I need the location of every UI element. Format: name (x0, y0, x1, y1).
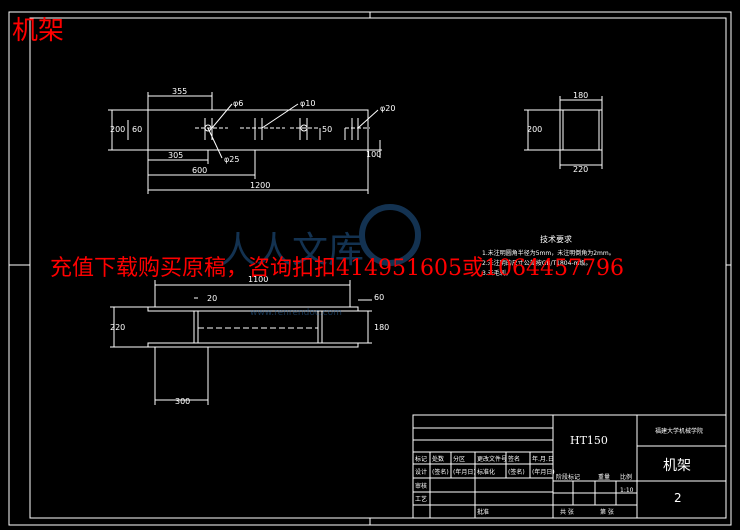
dim-label: 1200 (250, 181, 270, 190)
svg-text:比例: 比例 (620, 473, 632, 481)
svg-text:人人文库: 人人文库 (220, 230, 364, 271)
top-view-labels: 355 200 60 305 600 1200 50 100 φ6 φ10 φ2… (110, 87, 395, 190)
dim-label: 60 (132, 125, 142, 134)
front-view (110, 280, 372, 405)
dim-label: 180 (374, 323, 389, 332)
dim-label: 200 (527, 125, 542, 134)
svg-text:标准化: 标准化 (477, 468, 495, 476)
side-view (524, 96, 603, 169)
watermark-logo: 人人文库 www.renrendoc.com (220, 204, 421, 318)
svg-text:重量: 重量 (598, 473, 610, 481)
dim-label: 220 (110, 323, 125, 332)
promo-banner: 充值下载购买原稿，咨询扣扣414951605或1064457796 (50, 256, 624, 281)
watermark-url: www.renrendoc.com (250, 308, 342, 318)
svg-text:(年月日): (年月日) (532, 468, 555, 476)
svg-text:设计: 设计 (415, 468, 427, 476)
dim-label: 50 (322, 125, 332, 134)
svg-text:(签名): (签名) (432, 468, 449, 476)
title-block (412, 414, 727, 519)
callout-label: φ20 (380, 104, 395, 113)
document-title: 机架 (12, 16, 65, 46)
dim-label: 60 (374, 293, 384, 302)
svg-text:年.月.日: 年.月.日 (532, 455, 554, 463)
callout-label: φ6 (233, 99, 243, 108)
callout-label: φ25 (224, 155, 239, 164)
tech-req-heading: 技术要求 (540, 234, 572, 244)
dim-label: 180 (573, 91, 588, 100)
top-view (108, 92, 382, 194)
svg-text:阶段标记: 阶段标记 (556, 473, 580, 481)
dim-label: 220 (573, 165, 588, 174)
inner-border (29, 17, 727, 519)
dim-label: 600 (192, 166, 207, 175)
dim-label: 100 (366, 150, 381, 159)
svg-text:标记: 标记 (415, 455, 427, 463)
dim-label: 200 (110, 125, 125, 134)
callout-label: φ10 (300, 99, 315, 108)
part-name: 机架 (663, 458, 691, 474)
svg-text:更改文件号: 更改文件号 (477, 455, 507, 463)
svg-text:第 张: 第 张 (600, 508, 614, 516)
svg-text:分区: 分区 (453, 455, 465, 463)
svg-text:审核: 审核 (415, 482, 427, 490)
svg-text:工艺: 工艺 (415, 495, 427, 503)
svg-text:批准: 批准 (477, 508, 489, 516)
dim-label: 1100 (248, 275, 268, 284)
tech-req-line: 3.去毛刺。 (482, 269, 512, 277)
school-label: 福建大学机械学院 (655, 427, 703, 435)
material-label: HT150 (570, 434, 608, 447)
svg-text:签名: 签名 (508, 455, 520, 463)
svg-text:(年月日): (年月日) (453, 468, 476, 476)
tech-req-line: 2.未注明的尺寸公差按GB/T1804-m级。 (482, 259, 591, 267)
sheet-number: 2 (674, 491, 682, 505)
tech-req-line: 1.未注明圆角半径为5mm，未注明倒角为2mm。 (482, 249, 615, 257)
dim-label: 355 (172, 87, 187, 96)
dim-label: 305 (168, 151, 183, 160)
scale-label: 1:10 (620, 487, 634, 494)
dim-label: 300 (175, 397, 190, 406)
dim-label: 20 (207, 294, 217, 303)
svg-text:共 张: 共 张 (560, 508, 574, 516)
svg-text:(签名): (签名) (508, 468, 525, 476)
title-block-labels: 标记 处数 分区 更改文件号 签名 年.月.日 设计 (签名) (年月日) 标准… (415, 455, 632, 516)
svg-text:处数: 处数 (432, 455, 444, 463)
